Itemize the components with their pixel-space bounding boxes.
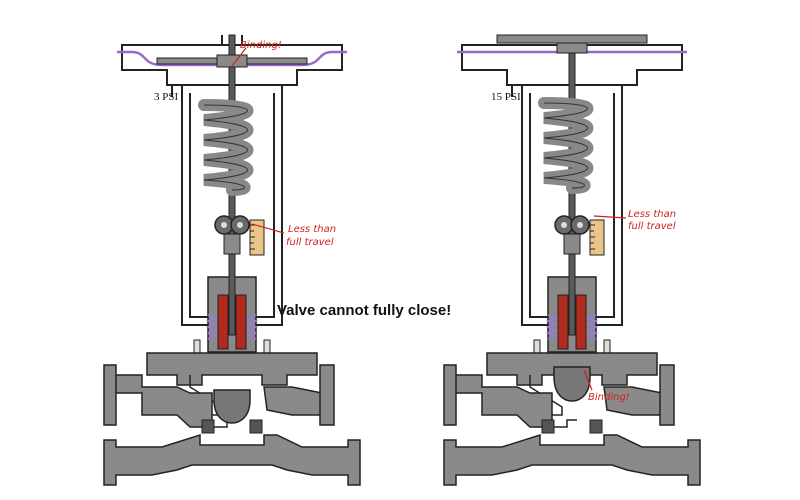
left-binding-arrow — [231, 47, 247, 67]
right-binding-label: Binding! — [588, 392, 630, 403]
right-travel-label-line2: full travel — [628, 221, 676, 232]
left-travel-arrow — [251, 223, 285, 234]
left-valve — [103, 34, 361, 486]
message-text: Valve cannot fully close! — [277, 302, 451, 319]
left-pressure-label: 3 PSI — [154, 91, 178, 103]
right-valve — [443, 34, 701, 486]
left-binding-label: Binding! — [240, 40, 282, 51]
left-travel-label-line1: Less than — [288, 224, 336, 235]
right-travel-arrow — [593, 215, 627, 219]
right-pressure-label: 15 PSI — [491, 91, 521, 103]
right-travel-label-line1: Less than — [628, 209, 676, 220]
left-travel-label-line2: full travel — [286, 237, 334, 248]
right-binding-arrow — [583, 369, 593, 391]
